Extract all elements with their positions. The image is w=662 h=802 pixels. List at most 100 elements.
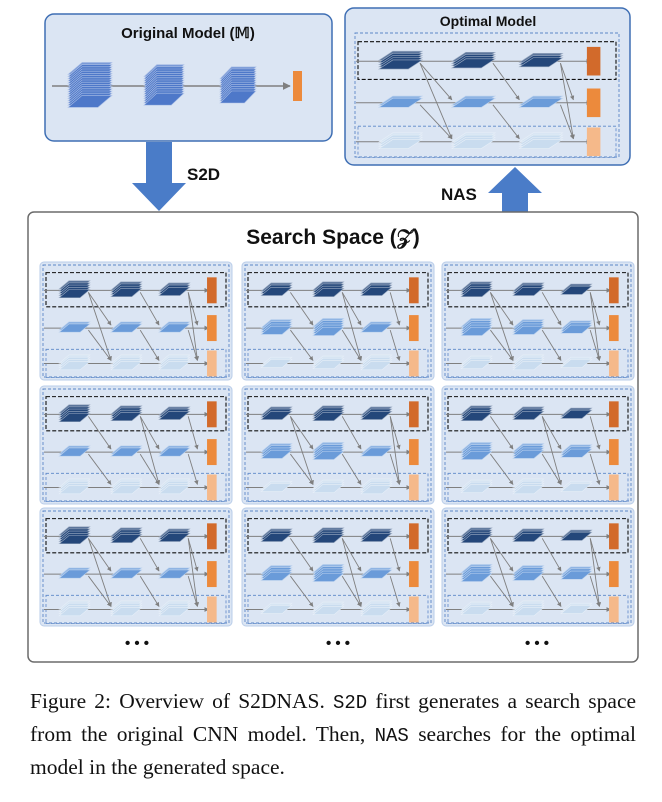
net-block [312, 442, 345, 460]
net-block [110, 478, 143, 495]
net-block [377, 95, 424, 108]
output-node [409, 474, 419, 501]
net-block [58, 600, 91, 617]
output-node [609, 596, 619, 623]
net-block [512, 478, 545, 495]
net-block [460, 527, 493, 543]
candidate-model-grid [39, 261, 635, 627]
net-block [312, 564, 345, 582]
optimal-model-network [354, 32, 620, 158]
net-block [460, 479, 493, 494]
net-block [360, 528, 393, 542]
net-block [110, 354, 143, 371]
output-node [409, 350, 419, 377]
net-block [260, 356, 293, 368]
net-block [560, 602, 593, 614]
net-block [312, 527, 345, 543]
output-node [409, 277, 419, 304]
ellipsis-col-1: • • • [125, 635, 149, 652]
net-block [110, 321, 143, 333]
output-node [586, 127, 601, 157]
nas-label: NAS [441, 185, 477, 204]
caption-code-nas: NAS [374, 725, 409, 747]
net-block [460, 442, 493, 460]
output-node [207, 596, 217, 623]
output-node [409, 523, 419, 550]
output-node [609, 561, 619, 588]
original-output-node [293, 71, 302, 101]
output-node [207, 350, 217, 377]
output-node [609, 523, 619, 550]
caption-text-2: first generates a search space from the … [30, 689, 637, 746]
caption-code-s2d: S2D [333, 692, 368, 714]
net-block [158, 567, 191, 579]
original-model-layers [52, 62, 302, 108]
net-block [58, 526, 91, 545]
net-block [560, 356, 593, 368]
net-block [512, 354, 545, 371]
output-node [586, 46, 601, 76]
output-node [609, 439, 619, 466]
net-block [312, 281, 345, 297]
net-block [260, 528, 293, 542]
net-block [260, 406, 293, 420]
net-block [110, 600, 143, 617]
output-node [207, 523, 217, 550]
output-node [409, 596, 419, 623]
net-block [158, 354, 191, 371]
s2d-arrow: S2D [132, 142, 220, 211]
net-block [360, 321, 393, 333]
original-model-panel: Original Model (𝕄) [44, 13, 333, 142]
output-node [409, 401, 419, 428]
net-block [58, 567, 91, 579]
net-block [110, 405, 143, 421]
output-node [586, 88, 601, 118]
net-block [512, 282, 545, 296]
net-block [58, 321, 91, 333]
net-block [460, 564, 493, 582]
net-block [260, 319, 293, 335]
net-block [260, 480, 293, 492]
output-node [609, 315, 619, 342]
net-block [560, 566, 593, 580]
net-block [312, 479, 345, 494]
candidate-model [39, 507, 233, 627]
original-model-title: Original Model (𝕄) [121, 25, 255, 42]
net-block [360, 567, 393, 579]
net-block [560, 320, 593, 334]
net-block [512, 528, 545, 542]
net-block [58, 354, 91, 371]
ellipsis-col-2: • • • [326, 635, 350, 652]
candidate-model [441, 385, 635, 505]
search-space-panel: Search Space (𝒵) • • • • • • • • • [27, 211, 639, 663]
net-block [312, 318, 345, 336]
net-block [158, 478, 191, 495]
original-layer-3 [219, 66, 257, 104]
net-block [460, 281, 493, 297]
net-block [158, 600, 191, 617]
search-space-title: Search Space (𝒵) [246, 226, 420, 250]
net-block [58, 404, 91, 423]
candidate-model [241, 507, 435, 627]
net-block [512, 406, 545, 420]
output-node [207, 439, 217, 466]
net-block [260, 602, 293, 614]
original-layer-2 [143, 64, 185, 106]
net-block [260, 282, 293, 296]
net-block [377, 132, 424, 149]
net-block [58, 445, 91, 457]
output-node [409, 561, 419, 588]
net-block [110, 567, 143, 579]
net-block [560, 407, 593, 419]
net-block [512, 600, 545, 617]
net-block [450, 95, 497, 108]
output-node [207, 561, 217, 588]
candidate-model [241, 385, 435, 505]
output-node [609, 474, 619, 501]
net-block [560, 480, 593, 492]
net-block [360, 600, 393, 617]
net-block [110, 445, 143, 457]
net-block [460, 355, 493, 370]
output-node [609, 350, 619, 377]
candidate-model [241, 261, 435, 381]
